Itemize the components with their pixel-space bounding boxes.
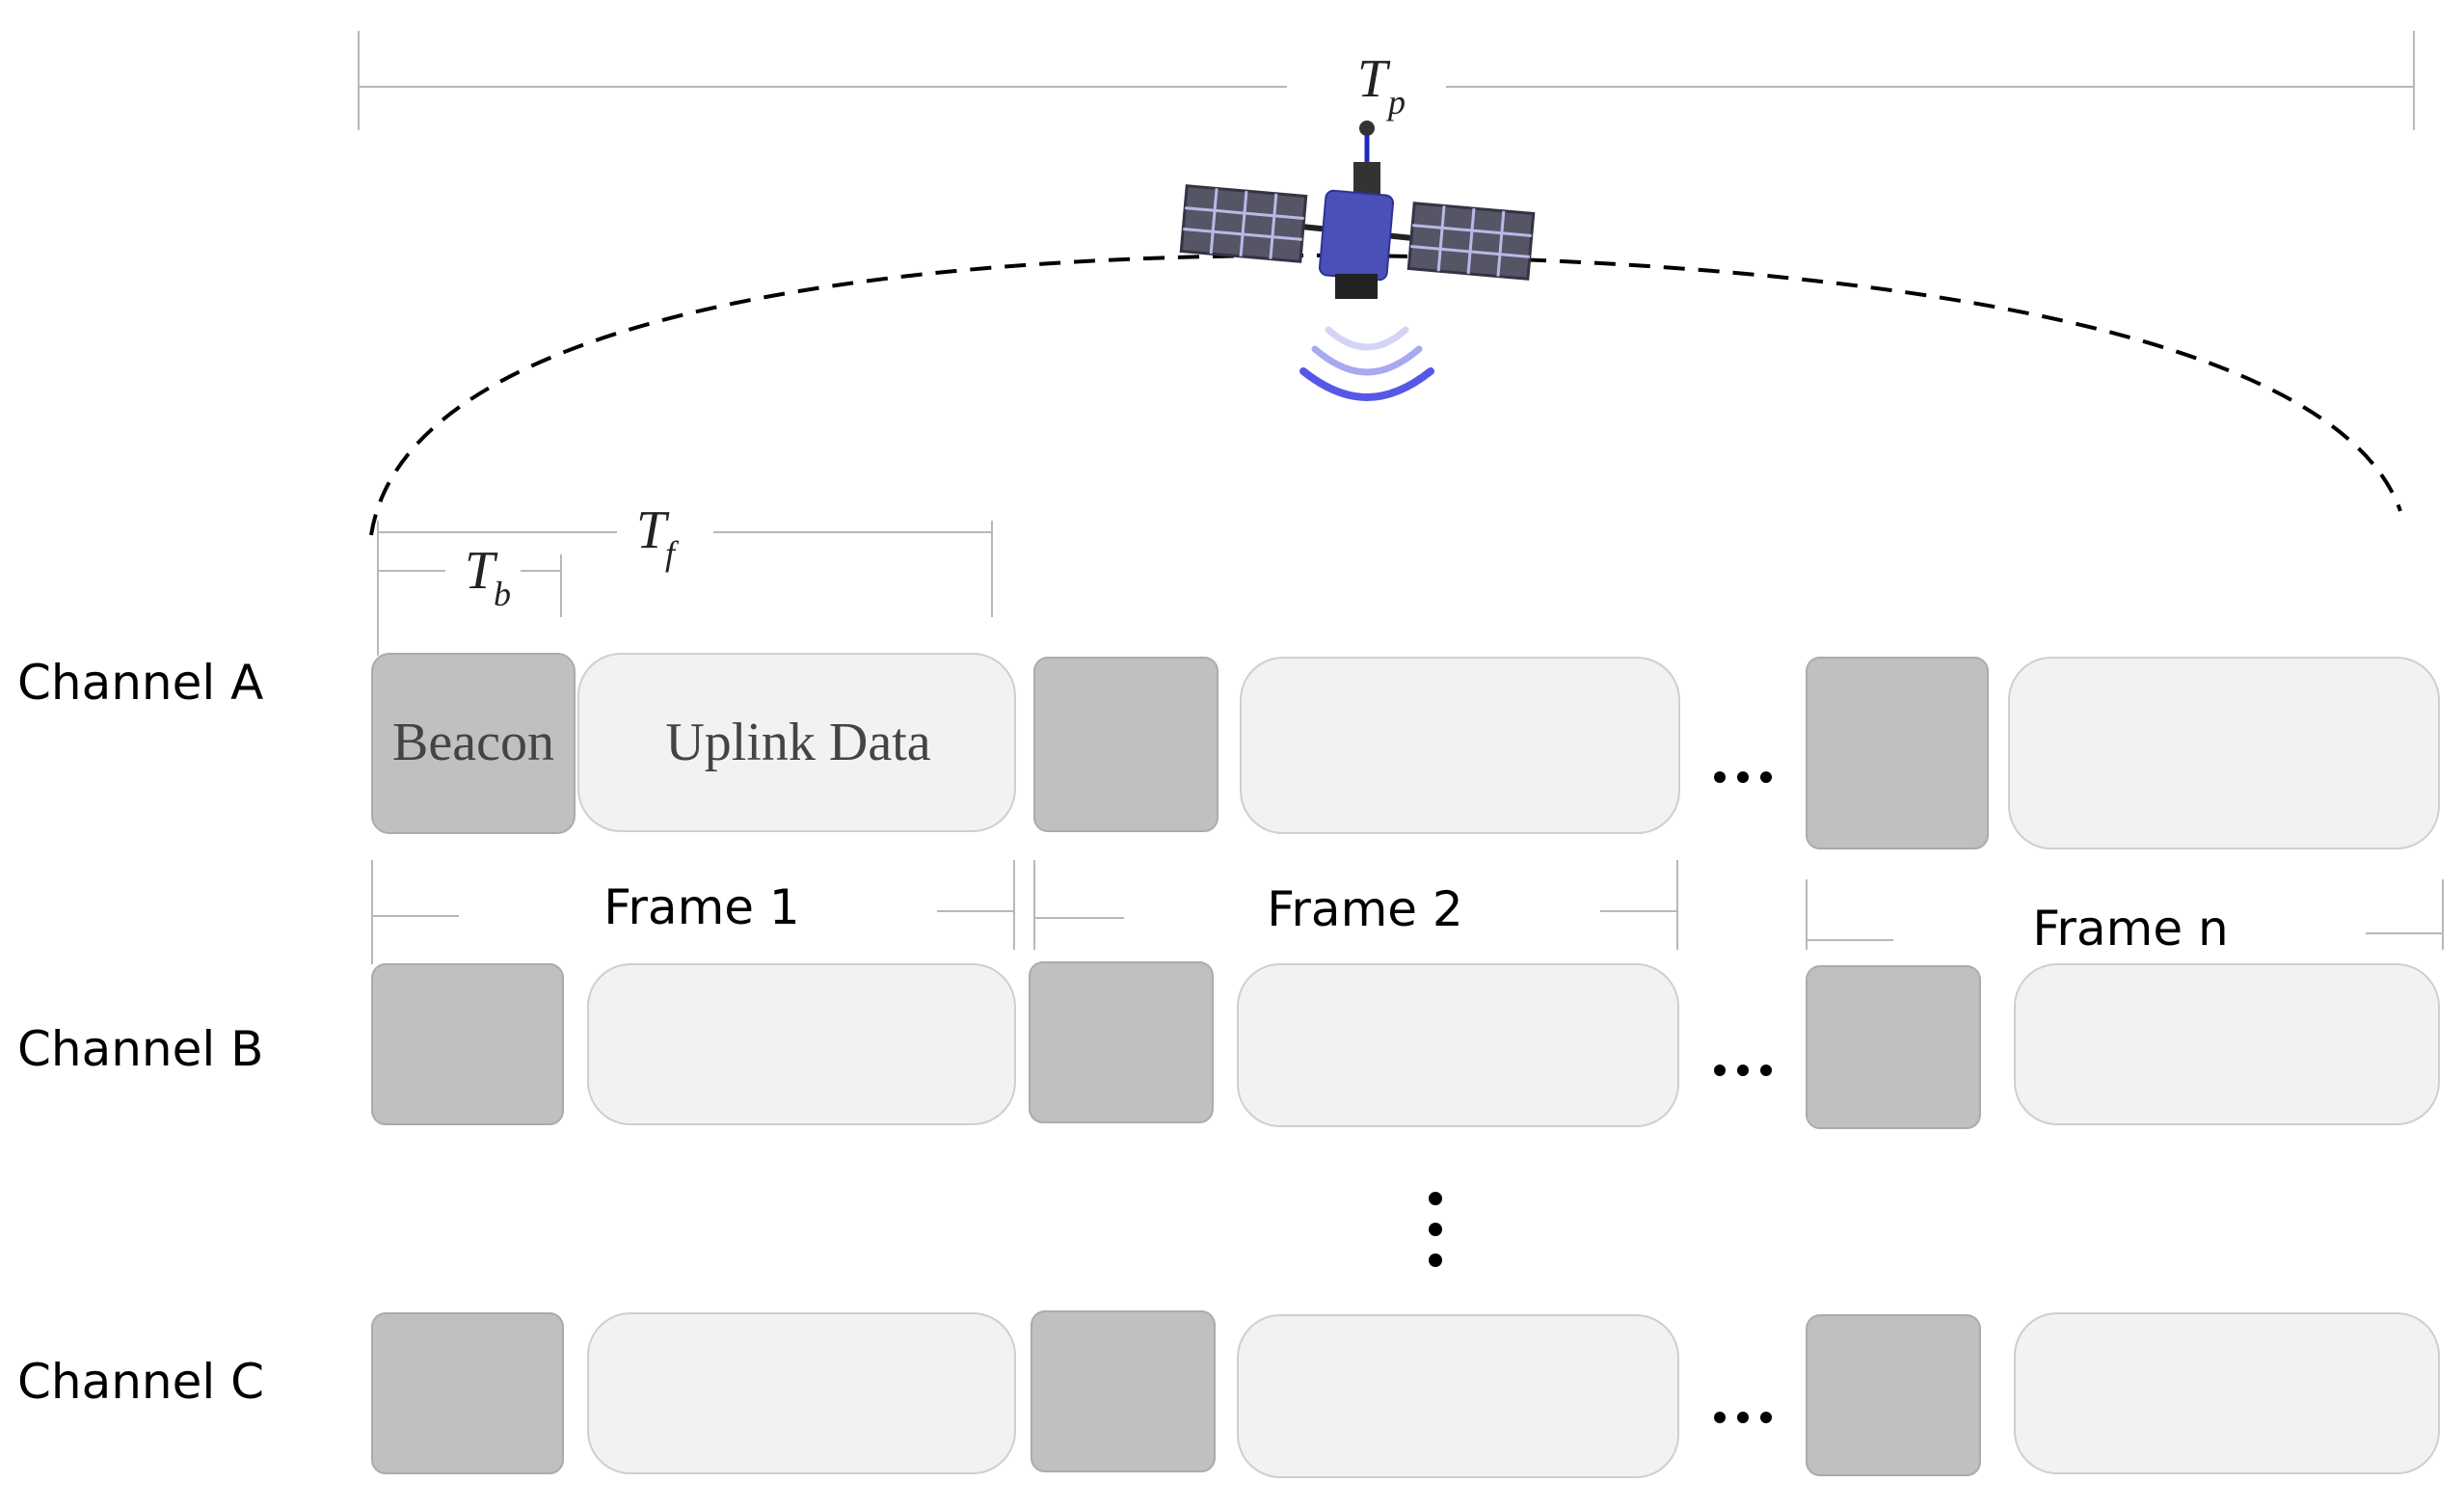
frame-duration-subscript: f (665, 534, 680, 573)
beacon-duration-symbol: T (465, 541, 498, 601)
beacon-slot (1029, 961, 1214, 1123)
beacon-slot (1031, 1310, 1216, 1472)
channel-a-row: Beacon Uplink Data (371, 653, 2440, 849)
channel-b-row (371, 961, 2440, 1129)
beacon-slot (371, 653, 576, 834)
signal-waves-icon (1299, 326, 1434, 402)
beacon-slot (371, 1312, 564, 1474)
uplink-data-slot (577, 653, 1016, 832)
uplink-data-slot (2008, 657, 2440, 849)
frame-label-n: Frame n (2032, 901, 2228, 957)
channel-label-b: Channel B (17, 1021, 263, 1077)
uplink-data-slot (1237, 963, 1679, 1127)
frame-label-1: Frame 1 (603, 879, 800, 935)
period-symbol: T (1357, 49, 1391, 109)
beacon-slot (1806, 1314, 1981, 1476)
uplink-data-slot (1237, 1314, 1679, 1478)
uplink-data-slot (587, 1312, 1016, 1474)
uplink-data-slot-label: Uplink Data (665, 713, 930, 772)
satellite-icon (1179, 121, 1536, 299)
beacon-slot (371, 963, 564, 1125)
beacon-slot-label: Beacon (392, 713, 554, 772)
channel-label-c: Channel C (17, 1354, 264, 1410)
ellipsis (1714, 771, 1772, 783)
uplink-data-slot (2014, 963, 2440, 1125)
frame-label-2: Frame 2 (1267, 881, 1463, 937)
beacon-duration-subscript: b (494, 575, 511, 613)
beacon-slot (1806, 965, 1981, 1129)
period-subscript: p (1385, 83, 1406, 121)
uplink-data-slot (2014, 1312, 2440, 1474)
ellipsis (1714, 1412, 1772, 1423)
channel-c-row (371, 1310, 2440, 1478)
period-dimension: T p (358, 31, 2415, 130)
ellipsis (1714, 1065, 1772, 1076)
uplink-data-slot (587, 963, 1016, 1125)
frame-duration-symbol: T (636, 500, 670, 560)
frame-markers (371, 860, 2444, 964)
beacon-duration-dimension: T b (378, 541, 562, 617)
orbit-path (369, 253, 2402, 536)
beacon-slot (1806, 657, 1989, 849)
channel-label-a: Channel A (17, 655, 263, 711)
uplink-data-slot (1240, 657, 1680, 834)
vertical-ellipsis (1429, 1192, 1442, 1267)
beacon-slot (1033, 657, 1219, 832)
